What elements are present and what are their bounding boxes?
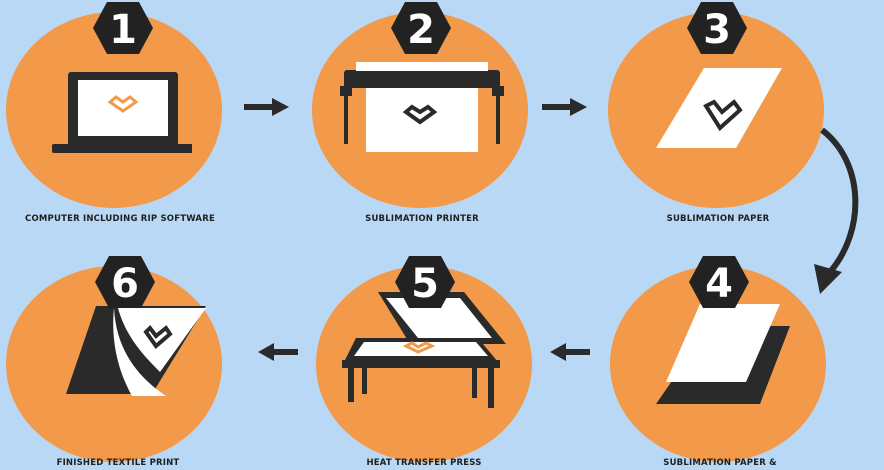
step-2-label: SUBLIMATION PRINTER [272, 214, 572, 224]
step-1-number: 1 [109, 7, 137, 53]
printer-icon [332, 60, 508, 160]
step-1-label: COMPUTER INCLUDING RIP SOFTWARE [0, 214, 270, 224]
step-6-number-badge: 6 [94, 254, 156, 310]
step-4-number: 4 [705, 261, 733, 307]
arrow-left-icon [258, 342, 298, 362]
step-1-number-badge: 1 [92, 0, 154, 56]
step-6-label: FINISHED TEXTILE PRINT [0, 458, 268, 468]
step-2-number-badge: 2 [390, 0, 452, 56]
curved-arrow-icon [800, 122, 872, 300]
step-5-number-badge: 5 [394, 254, 456, 310]
step-3-number-badge: 3 [686, 0, 748, 56]
sublimation-paper-icon [648, 66, 798, 156]
step-2-number: 2 [407, 7, 435, 53]
step-5-number: 5 [411, 261, 439, 307]
arrow-left-icon [550, 342, 590, 362]
step-6-number: 6 [111, 261, 139, 307]
step-3-number: 3 [703, 7, 731, 53]
arrow-right-icon [244, 97, 290, 117]
step-5-label: HEAT TRANSFER PRESS [274, 458, 574, 468]
step-4-label: SUBLIMATION PAPER & [570, 458, 870, 468]
textile-print-icon [56, 298, 216, 408]
arrow-right-icon [542, 97, 588, 117]
laptop-icon [44, 64, 192, 154]
paper-and-fabric-icon [648, 300, 798, 410]
step-4-number-badge: 4 [688, 254, 750, 310]
